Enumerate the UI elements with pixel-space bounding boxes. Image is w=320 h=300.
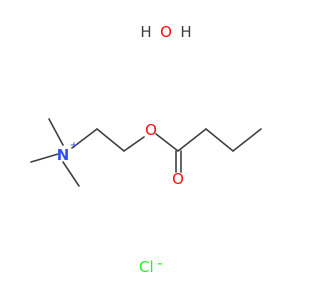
bond-n-ch2 (71, 128, 98, 149)
structure-diagram: H O H N + O O Cl - (30, 23, 262, 276)
bond-c1-c2 (205, 128, 234, 152)
chloride-label: Cl (139, 258, 154, 276)
ester-oxygen-label: O (145, 121, 157, 139)
nitrogen-charge: + (70, 140, 78, 151)
bond-ch2-o (123, 136, 145, 152)
bond-n-methyl-left (30, 153, 59, 163)
chloride-ion: Cl - (139, 254, 163, 276)
nitrogen-label: N (57, 146, 70, 164)
water-molecule: H O H (140, 23, 191, 41)
water-h1-label: H (140, 23, 151, 41)
nitrogen-atom: N + (57, 140, 78, 164)
bond-ch2-ch2 (96, 128, 125, 152)
carbonyl-oxygen-label: O (172, 170, 184, 188)
bonds (30, 118, 262, 187)
bond-o-carbonyl (155, 133, 179, 152)
water-o-label: O (160, 23, 172, 41)
water-h2-label: H (180, 23, 191, 41)
bond-n-methyl-bottom (62, 161, 80, 187)
chloride-charge: - (157, 254, 162, 272)
bond-n-methyl-top (48, 118, 64, 146)
bond-carbonyl-c1 (177, 128, 207, 152)
bond-c2-c3 (232, 128, 262, 152)
